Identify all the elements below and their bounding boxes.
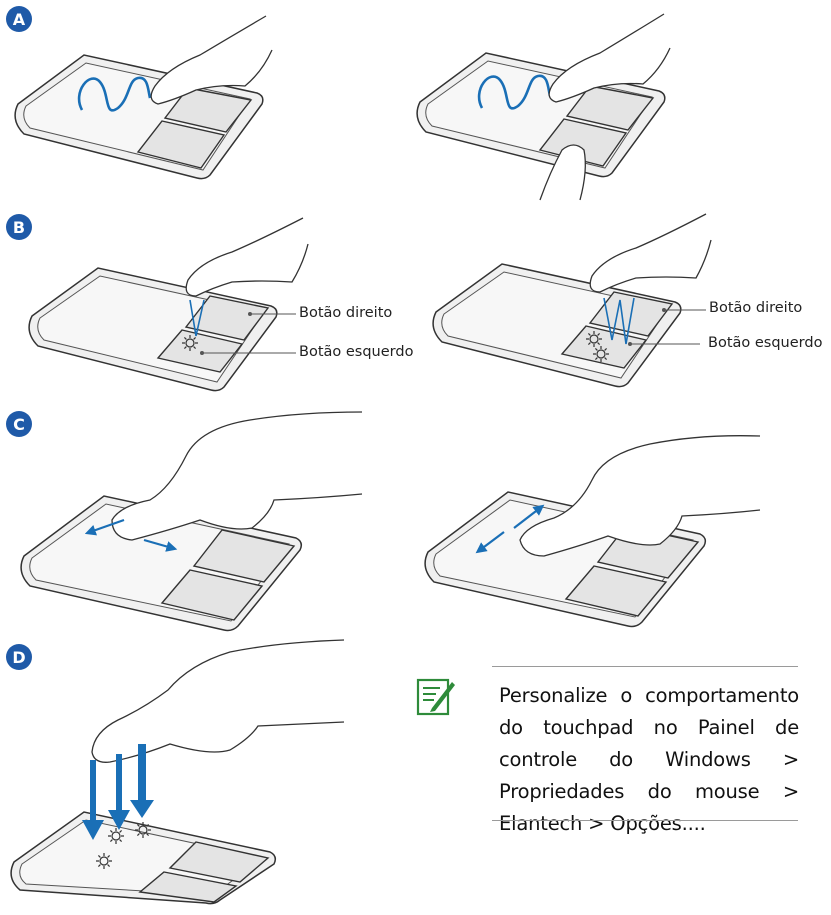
touchpad-b-left — [28, 217, 309, 392]
section-badge-d: D — [6, 644, 32, 670]
section-badge-c: C — [6, 411, 32, 437]
section-badge-a: A — [6, 6, 32, 32]
label-left-button-b-left: Botão esquerdo — [299, 344, 414, 360]
label-right-button-b-left: Botão direito — [299, 305, 393, 321]
touchpad-c-left — [20, 411, 363, 632]
note-rule-top — [492, 666, 798, 667]
note-text: Personalize o comportamento do touchpad … — [499, 684, 799, 835]
label-left-button-b-right: Botão esquerdo — [708, 335, 823, 351]
section-badge-b: B — [6, 214, 32, 240]
note-rule-bottom — [492, 820, 798, 821]
touchpad-b-right — [432, 213, 712, 388]
touchpad-c-right — [424, 435, 761, 628]
label-right-button-b-right: Botão direito — [709, 300, 803, 316]
note-pencil-icon — [416, 676, 456, 716]
touchpad-a-left — [14, 15, 273, 180]
touchpad-a-right — [416, 13, 671, 201]
touchpad-d — [10, 639, 345, 905]
